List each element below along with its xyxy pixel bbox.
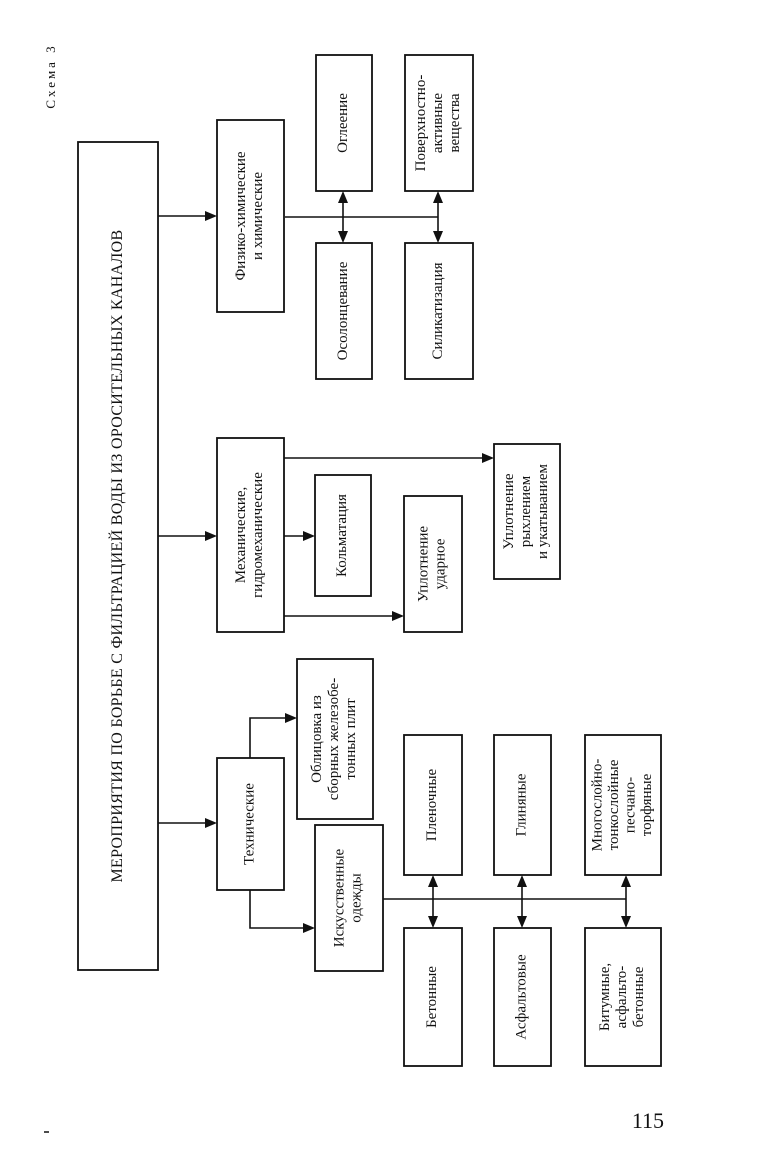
root-box [77, 141, 159, 971]
clay-box [493, 734, 552, 876]
label-line: и укатыванием [535, 464, 551, 559]
compaction-rolling-label: Уплотнениерыхлениеми укатыванием [501, 464, 551, 559]
label-line: Бетонные [424, 966, 440, 1028]
label-line: сборных железобе- [326, 678, 342, 800]
arrowhead-compaction-impact [392, 611, 404, 621]
film-label: Пленочные [424, 768, 440, 841]
arrowhead-lining [285, 713, 297, 723]
label-line: Технические [242, 783, 258, 865]
mechanical-title: Механические,гидромеханические [233, 472, 266, 598]
label-line: рыхлением [518, 475, 534, 547]
page-number: 115 [632, 1108, 664, 1133]
label-line: асфальто- [614, 966, 630, 1029]
bitumen-label: Битумные,асфальто-бетонные [597, 963, 647, 1031]
labels: МЕРОПРИЯТИЯ ПО БОРЬБЕ С ФИЛЬТРАЦИЕЙ ВОДЫ… [107, 75, 656, 1040]
technical-box [216, 757, 285, 891]
arrowhead-ogleenie [338, 191, 348, 203]
label-line: ударное [433, 538, 449, 589]
kolmatation-box [314, 474, 372, 597]
label-line: вещества [447, 93, 463, 152]
label-line: бетонные [631, 966, 647, 1027]
physchem-title: Физико-химическиеи химические [233, 151, 266, 280]
artificial-box [314, 824, 384, 972]
compaction-rolling-box [493, 443, 561, 580]
arrowhead-mechanical [205, 531, 217, 541]
silicatization-label: Силикатизация [430, 262, 446, 359]
compaction-impact-box [403, 495, 463, 633]
arrowhead-clay [517, 875, 527, 887]
label-line: Искусственные [332, 848, 348, 947]
scheme-label: Схема 3 [43, 43, 58, 108]
label-line: одежды [349, 873, 365, 922]
kolmatation-label: Кольматация [334, 494, 350, 577]
lining-label: Облицовка изсборных железобе-тонных плит [309, 678, 359, 800]
arrowhead-concrete [428, 916, 438, 928]
arrowhead-multilayer [621, 875, 631, 887]
label-line: МЕРОПРИЯТИЯ ПО БОРЬБЕ С ФИЛЬТРАЦИЕЙ ВОДЫ… [107, 230, 126, 883]
arrowheads [205, 191, 631, 933]
label-line: Механические, [233, 487, 249, 584]
label-line: Осолонцевание [335, 261, 351, 360]
label-line: Уплотнение [416, 526, 432, 602]
osolontsevanie-label: Осолонцевание [335, 261, 351, 360]
bitumen-box [584, 927, 662, 1067]
label-line: песчано- [623, 777, 639, 833]
osolontsevanie-box [315, 242, 373, 380]
arrowhead-asphalt [517, 916, 527, 928]
label-line: Облицовка из [309, 695, 325, 783]
root-title: МЕРОПРИЯТИЯ ПО БОРЬБЕ С ФИЛЬТРАЦИЕЙ ВОДЫ… [107, 230, 126, 883]
label-line: активные [430, 93, 446, 154]
label-line: Глиняные [514, 773, 530, 836]
surfactants-box [404, 54, 474, 192]
arrowhead-artificial [303, 923, 315, 933]
label-line: Кольматация [334, 494, 350, 577]
mechanical-box [216, 437, 285, 633]
label-line: Многослойно- [590, 759, 606, 852]
label-line: Физико-химические [233, 151, 249, 280]
arrowhead-kolmatation [303, 531, 315, 541]
arrowhead-surfactants [433, 191, 443, 203]
arrowhead-osolontsevanie [338, 231, 348, 243]
label-line: Уплотнение [501, 473, 517, 549]
label-line: Битумные, [597, 963, 613, 1031]
film-box [403, 734, 463, 876]
label-line: Пленочные [424, 768, 440, 841]
silicatization-box [404, 242, 474, 380]
multilayer-label: Многослойно-тонкослойныепесчано-торфяные [590, 759, 656, 852]
ogleenie-box [315, 54, 373, 192]
label-line: торфяные [639, 773, 655, 836]
arrowhead-technical [205, 818, 217, 828]
clay-label: Глиняные [514, 773, 530, 836]
lining-box [296, 658, 374, 820]
concrete-label: Бетонные [424, 966, 440, 1028]
arrowhead-silicatization [433, 231, 443, 243]
label-line: Оглеение [335, 93, 351, 153]
label-line: тонкослойные [606, 759, 622, 850]
artificial-title: Искусственныеодежды [332, 848, 365, 947]
boxes [77, 54, 662, 1067]
arrowhead-physchem [205, 211, 217, 221]
surfactants-label: Поверхностно-активныевещества [413, 75, 463, 172]
multilayer-box [584, 734, 662, 876]
label-line: Силикатизация [430, 262, 446, 359]
label-line: Поверхностно- [413, 75, 429, 172]
ogleenie-label: Оглеение [335, 93, 351, 153]
label-line: тонных плит [343, 698, 359, 780]
arrowhead-bitumen [621, 916, 631, 928]
arrowhead-film [428, 875, 438, 887]
compaction-impact-label: Уплотнениеударное [416, 526, 449, 602]
label-line: гидромеханические [250, 472, 266, 598]
label-line: Асфальтовые [514, 954, 530, 1040]
technical-title: Технические [242, 783, 258, 865]
asphalt-box [493, 927, 552, 1067]
label-line: и химические [250, 172, 266, 260]
concrete-box [403, 927, 463, 1067]
arrowhead-compaction-rolling [482, 453, 494, 463]
asphalt-label: Асфальтовые [514, 954, 530, 1040]
physchem-box [216, 119, 285, 313]
